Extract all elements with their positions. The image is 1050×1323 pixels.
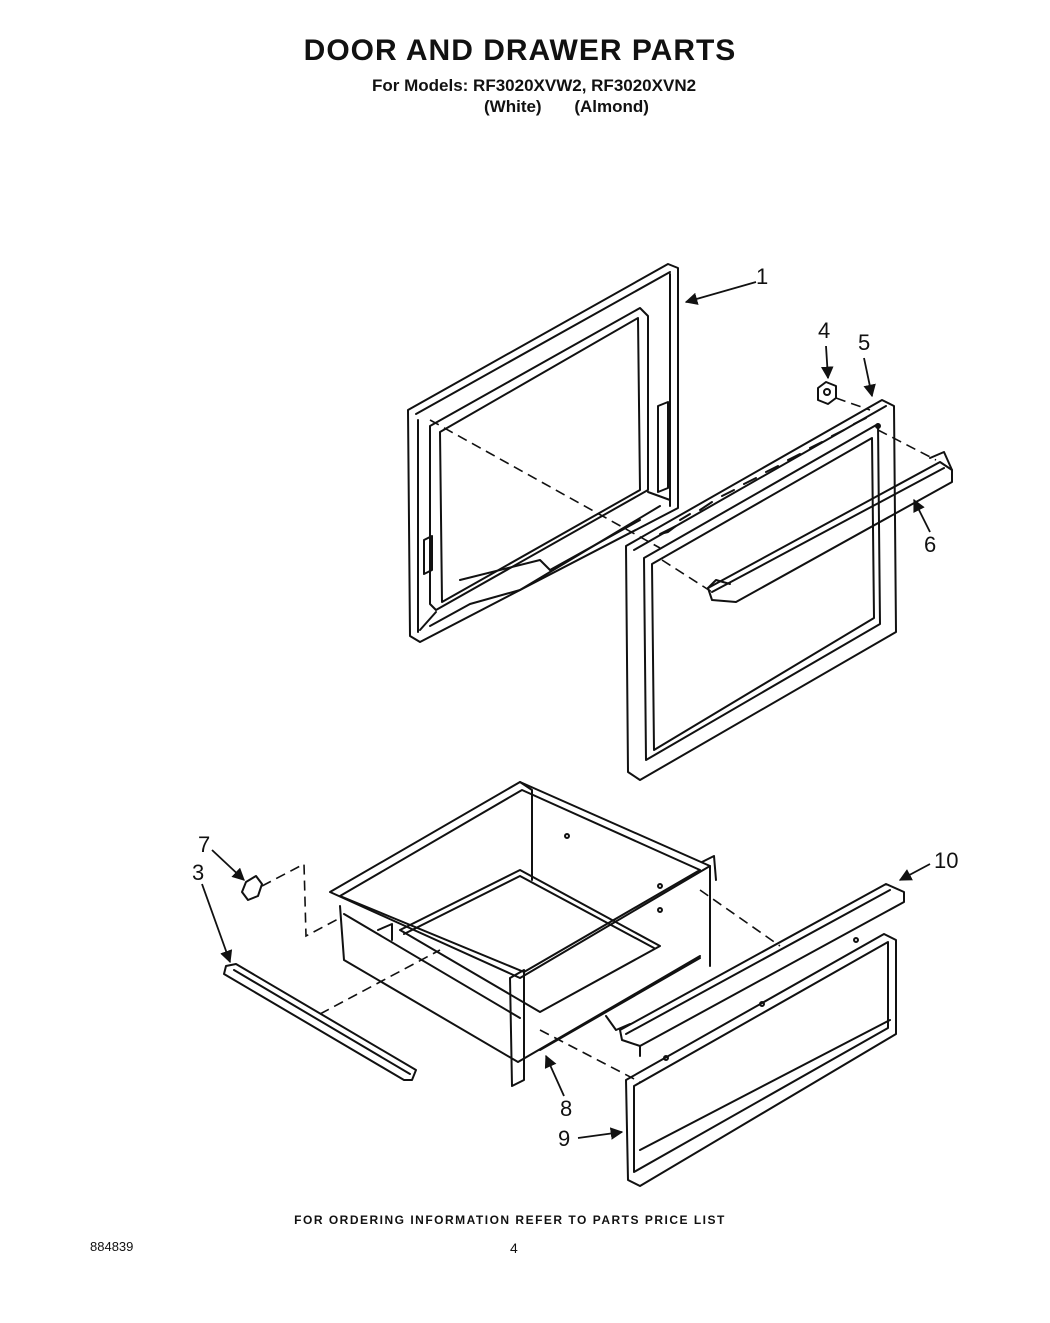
assembly-line-drawer-front <box>539 1029 641 1083</box>
document-number: 884839 <box>90 1239 134 1254</box>
leader-4 <box>821 345 834 380</box>
assembly-line-clip <box>261 862 341 938</box>
door-inner-frame <box>407 263 679 643</box>
drawer-body <box>329 781 717 1087</box>
callout-3: 3 <box>192 860 204 885</box>
callout-8: 8 <box>560 1096 572 1121</box>
drawer-rail <box>223 963 417 1081</box>
drawer-front-panel <box>625 933 897 1187</box>
callout-6: 6 <box>924 532 936 557</box>
assembly-line-door <box>429 419 661 549</box>
leader-5 <box>863 357 876 398</box>
callout-9: 9 <box>558 1126 570 1151</box>
assembly-line-handle-lower <box>661 559 713 593</box>
door-bumper <box>817 381 837 405</box>
callout-5: 5 <box>858 330 870 355</box>
callout-1: 1 <box>756 264 768 289</box>
leader-9 <box>577 1127 624 1140</box>
leader-10 <box>898 863 931 881</box>
ordering-info-note: FOR ORDERING INFORMATION REFER TO PARTS … <box>294 1213 726 1227</box>
leader-7 <box>211 849 245 881</box>
drawer-front-support <box>619 883 905 1057</box>
assembly-line-drawer-rail <box>319 949 441 1015</box>
callout-10: 10 <box>934 848 958 873</box>
variant-almond: (Almond) <box>574 97 649 116</box>
leader-1 <box>684 281 757 305</box>
page-number: 4 <box>510 1240 518 1256</box>
assembly-line-handle-upper <box>877 429 937 461</box>
callout-4: 4 <box>818 318 830 343</box>
assembly-line-bumper <box>835 397 871 411</box>
door-handle <box>707 451 953 603</box>
door-outer-panel <box>625 399 897 781</box>
leader-8 <box>544 1054 565 1097</box>
callout-7: 7 <box>198 832 210 857</box>
page-title: DOOR AND DRAWER PARTS <box>303 34 737 67</box>
variant-white: (White) <box>484 97 542 116</box>
leader-6 <box>913 498 931 533</box>
drawer-clip <box>241 875 263 901</box>
model-numbers: For Models: RF3020XVW2, RF3020XVN2 <box>372 76 697 95</box>
leader-3 <box>201 883 233 964</box>
color-variants: (White) (Almond) <box>484 97 649 117</box>
assembly-line-drawer-support <box>699 889 781 947</box>
